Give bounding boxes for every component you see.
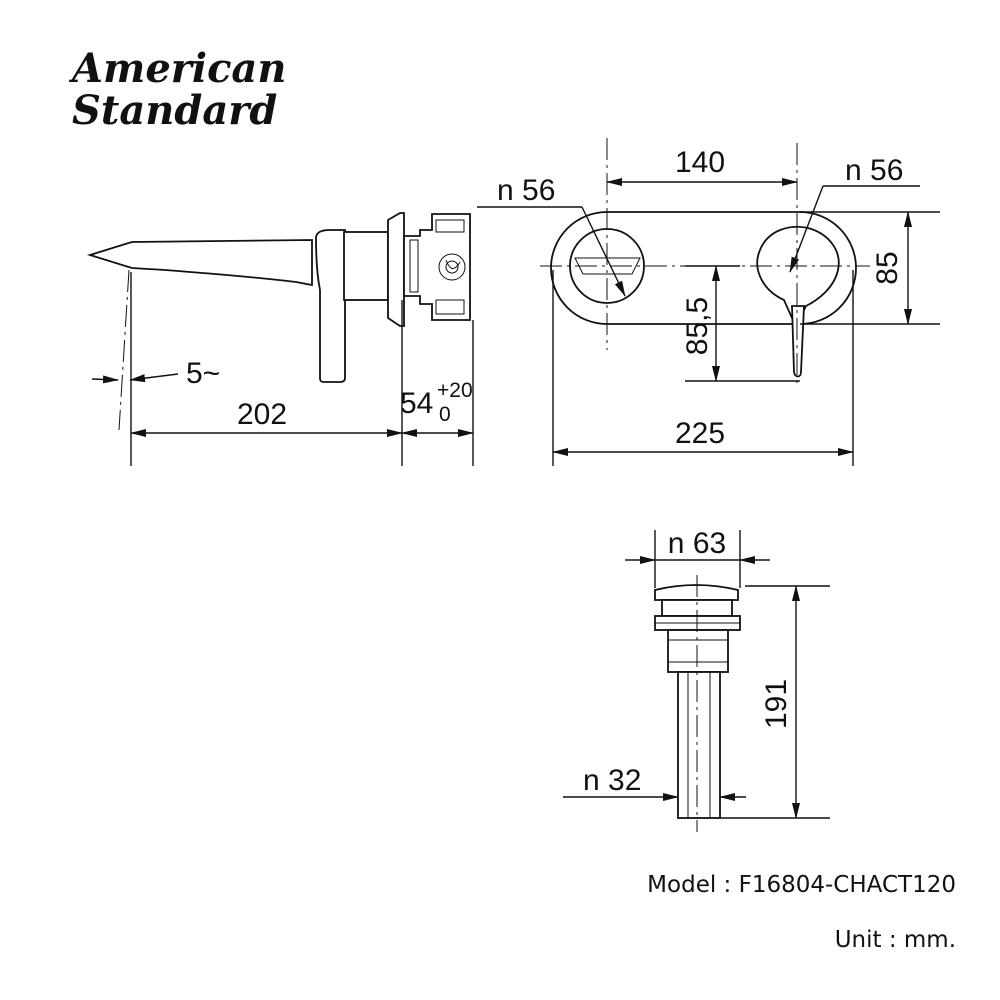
drain-tailpipe [677, 671, 721, 819]
handle-drop-label: 85,5 [681, 297, 714, 355]
drain-view: n 63 191 n 32 [563, 527, 830, 832]
right-hole-label: n 56 [845, 154, 903, 187]
spout-outlet [574, 257, 641, 275]
side-view: 5~ 202 54 +20 0 [86, 212, 474, 466]
lever-handle [315, 229, 346, 383]
valve-detail-1 [409, 239, 419, 293]
drain-length-label: 191 [760, 679, 793, 729]
spout [86, 239, 313, 287]
tolerance-plus: +20 [437, 379, 473, 402]
leader-right-hole-arrow [789, 185, 824, 273]
angle-arrow-right [129, 373, 179, 383]
drain-nut [667, 629, 729, 673]
model-number: Model : F16804-CHACT120 [647, 872, 956, 898]
head-dia-label: n 63 [668, 527, 726, 560]
brand-logo: American Standard [68, 45, 286, 134]
unit-label: Unit : mm. [834, 927, 956, 953]
brand-line-1: American [68, 45, 286, 92]
height-label: 85 [871, 251, 904, 284]
body-collar [343, 231, 389, 301]
angle-arrow-left [91, 375, 119, 384]
valve-port-inner [445, 260, 459, 274]
valve-detail-2 [435, 219, 465, 233]
handle-lever [791, 305, 805, 378]
wall-plate [387, 212, 405, 327]
valve-port [438, 253, 466, 281]
spacing-label: 140 [675, 146, 725, 179]
brand-line-2: Standard [72, 87, 277, 134]
angle-label: 5~ [186, 357, 220, 390]
leader-left-hole-arrow [581, 206, 626, 297]
tail-dia-label: n 32 [583, 764, 641, 797]
valve-detail-3 [435, 299, 465, 315]
angle-reference-line [118, 269, 130, 431]
front-view: 140 n 56 n 56 85 85,5 225 [477, 138, 940, 466]
spout-length-label: 202 [237, 398, 287, 431]
wall-depth-label: 54 [400, 387, 433, 420]
valve-body [403, 213, 471, 321]
left-hole-label: n 56 [497, 174, 555, 207]
valve-port-spiral [445, 259, 461, 269]
width-label: 225 [675, 417, 725, 450]
tolerance-zero: 0 [439, 403, 451, 426]
